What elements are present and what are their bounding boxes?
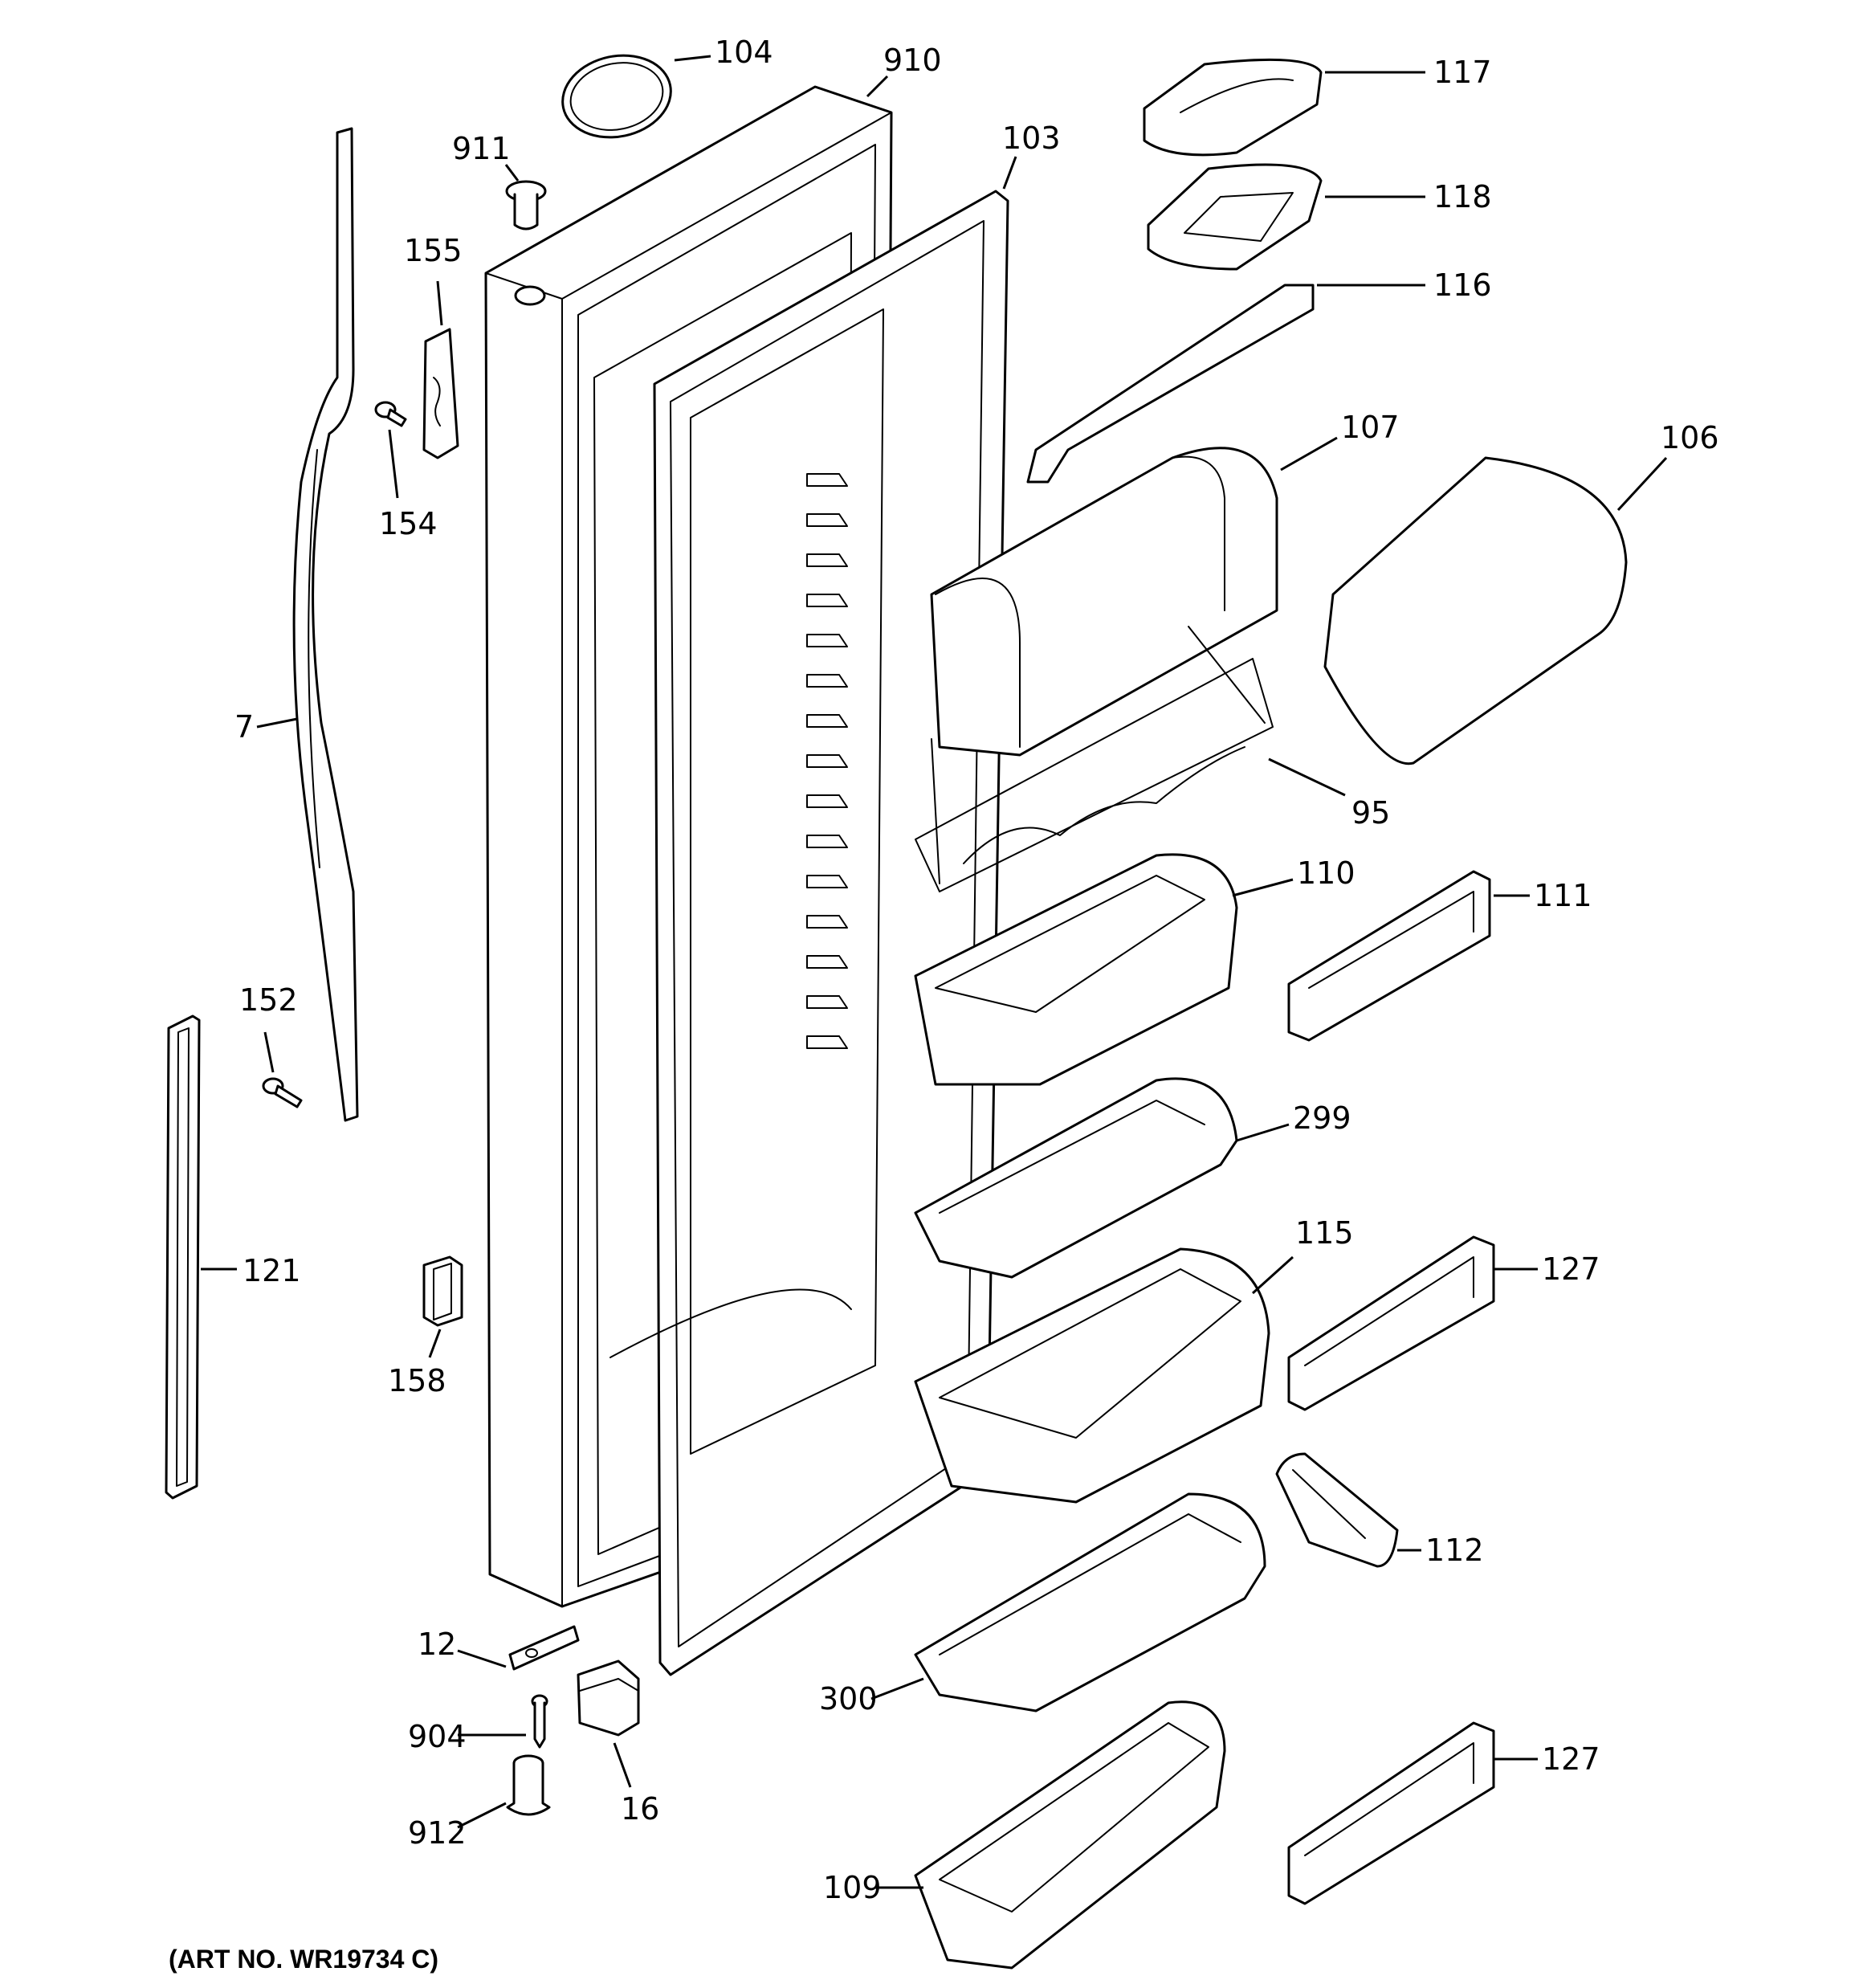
callout-121: 121: [243, 1253, 301, 1288]
part-115-bin: [914, 1247, 1270, 1504]
part-121-trim: [165, 1014, 201, 1500]
part-155-hinge: [422, 328, 459, 459]
part-127-bin-front-upper: [1287, 1235, 1495, 1411]
callout-115: 115: [1295, 1215, 1354, 1251]
part-118-tray: [1147, 163, 1323, 271]
callout-127-upper: 127: [1542, 1251, 1600, 1287]
callout-111: 111: [1534, 878, 1592, 913]
callout-912: 912: [408, 1815, 467, 1851]
liner-shelf-supports: [806, 473, 848, 1049]
part-154-screw: [374, 401, 407, 427]
part-107-dairy-bin: [930, 447, 1278, 757]
callout-117: 117: [1433, 55, 1492, 90]
callout-106: 106: [1661, 420, 1719, 455]
callout-95: 95: [1351, 795, 1390, 831]
callout-104: 104: [715, 35, 773, 70]
part-110-bin: [914, 853, 1238, 1086]
part-109-bin: [914, 1700, 1226, 1970]
callout-910: 910: [883, 43, 942, 78]
part-911-bushing: [505, 180, 547, 231]
part-127-bin-front-lower: [1287, 1721, 1495, 1905]
part-111-bin-front: [1287, 870, 1491, 1042]
callout-158: 158: [388, 1363, 446, 1398]
part-152-screw: [262, 1077, 303, 1108]
callout-300: 300: [819, 1681, 878, 1717]
callout-116: 116: [1433, 267, 1492, 303]
callout-110: 110: [1297, 855, 1355, 891]
part-158-cap: [422, 1255, 463, 1327]
callout-7: 7: [234, 709, 254, 745]
leader-lines: [201, 55, 1668, 1889]
callout-16: 16: [621, 1791, 659, 1827]
callout-904: 904: [408, 1719, 467, 1754]
part-112-end-cap: [1275, 1452, 1399, 1568]
part-104-cap: [561, 54, 672, 139]
callout-labels: 104 910 911 103 155 154 7 152 121 158 12…: [234, 35, 1719, 1905]
part-912-bushing: [506, 1754, 551, 1816]
part-117-lid: [1143, 58, 1323, 157]
callout-112: 112: [1425, 1533, 1484, 1568]
part-16-hinge: [577, 1659, 640, 1737]
part-299-bin: [914, 1077, 1238, 1279]
callout-127-lower: 127: [1542, 1741, 1600, 1777]
part-95-wire-rack: [915, 626, 1274, 892]
callout-154: 154: [379, 506, 438, 541]
callout-109: 109: [823, 1870, 882, 1905]
part-904-screw: [531, 1694, 548, 1749]
part-106-dairy-door: [1323, 456, 1628, 765]
callout-152: 152: [239, 982, 298, 1018]
callout-299: 299: [1293, 1100, 1351, 1136]
callout-107: 107: [1341, 410, 1400, 445]
part-7-handle: [292, 127, 359, 1122]
part-116-rail: [1026, 284, 1315, 484]
callout-911: 911: [452, 131, 511, 166]
callout-118: 118: [1433, 179, 1492, 214]
callout-103: 103: [1002, 120, 1061, 156]
art-number: (ART NO. WR19734 C): [169, 1945, 438, 1974]
part-300-bin: [914, 1492, 1266, 1712]
part-12-bracket: [508, 1625, 580, 1671]
callout-12: 12: [418, 1627, 456, 1662]
callout-155: 155: [404, 233, 463, 268]
